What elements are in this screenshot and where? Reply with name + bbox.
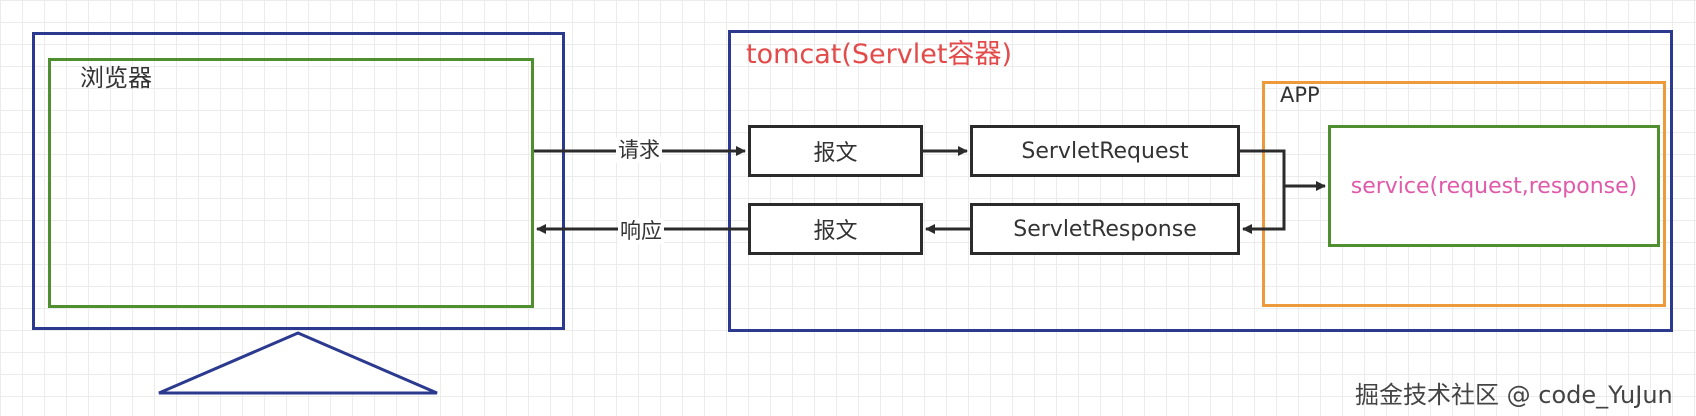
- request-message-label: 报文: [813, 141, 858, 166]
- monitor-stand: [158, 331, 438, 395]
- browser-label: 浏览器: [80, 64, 152, 92]
- app-label: APP: [1280, 83, 1320, 107]
- tomcat-title: tomcat(Servlet容器): [746, 39, 1012, 70]
- request-message-node: 报文: [748, 125, 923, 177]
- request-label: 请求: [616, 137, 662, 163]
- tomcat-container: [728, 30, 1673, 332]
- response-label: 响应: [618, 218, 664, 244]
- servlet-response-node: ServletResponse: [970, 203, 1240, 255]
- servlet-response-label: ServletResponse: [1013, 216, 1197, 242]
- service-label: service(request,response): [1350, 173, 1638, 199]
- watermark: 掘金技术社区 @ code_YuJun: [1355, 381, 1673, 409]
- app-container: [1262, 81, 1666, 307]
- response-message-label: 报文: [813, 219, 858, 244]
- servlet-request-node: ServletRequest: [970, 125, 1240, 177]
- servletrequest-to-service-arrow: [1240, 149, 1326, 191]
- servlet-request-label: ServletRequest: [1021, 138, 1189, 164]
- browser-monitor: [32, 32, 565, 330]
- service-to-servletresponse-arrow: [1242, 186, 1286, 234]
- browser-screen: [48, 58, 534, 308]
- service-node: service(request,response): [1328, 125, 1660, 247]
- response-message-node: 报文: [748, 203, 923, 255]
